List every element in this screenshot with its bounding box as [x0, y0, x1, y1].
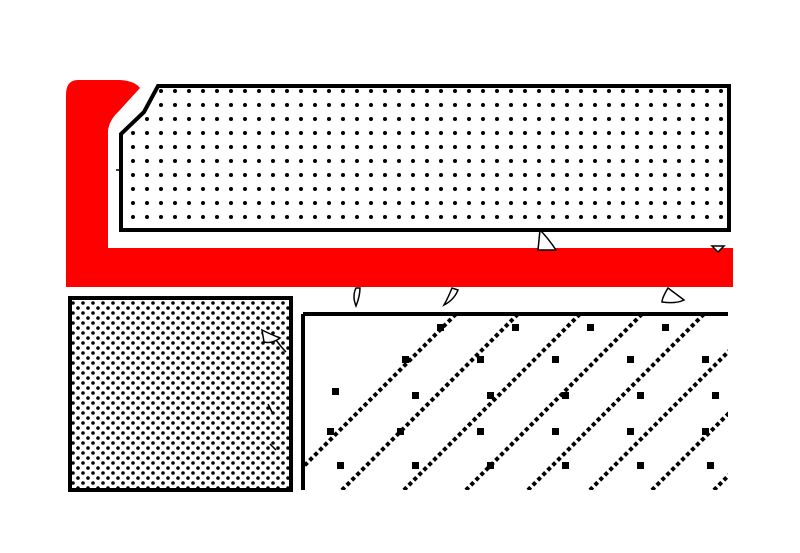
- substrate-speck: [702, 428, 709, 435]
- substrate-speck: [627, 356, 634, 363]
- substrate-speck: [552, 356, 559, 363]
- substrate-speck: [477, 356, 484, 363]
- substrate-speck: [562, 392, 569, 399]
- substrate-speck: [637, 392, 644, 399]
- substrate-speck: [397, 428, 404, 435]
- upper-tile: [119, 84, 731, 232]
- substrate-speck: [412, 392, 419, 399]
- substrate-speck: [402, 356, 409, 363]
- edge-profile: [66, 80, 733, 287]
- substrate-speck: [637, 462, 644, 469]
- hatch-line: [339, 314, 521, 490]
- substrate-speck: [477, 428, 484, 435]
- substrate: [301, 312, 728, 490]
- hatch-line: [649, 411, 728, 490]
- substrate-speck: [487, 392, 494, 399]
- substrate-speck: [412, 462, 419, 469]
- substrate-speck: [662, 324, 669, 331]
- substrate-speck: [487, 462, 494, 469]
- hatch-line: [303, 314, 459, 470]
- hatch-line: [587, 349, 728, 490]
- substrate-speck: [437, 324, 444, 331]
- adhesive: [116, 169, 726, 451]
- substrate-speck: [562, 462, 569, 469]
- substrate-speck: [512, 324, 519, 331]
- substrate-speck: [327, 428, 334, 435]
- hatch-line: [525, 314, 707, 490]
- substrate-speck: [552, 428, 559, 435]
- hatch-line: [401, 314, 583, 490]
- substrate-speck: [707, 462, 714, 469]
- substrate-speck: [332, 388, 339, 395]
- substrate-speck: [712, 392, 719, 399]
- substrate-speck: [587, 324, 594, 331]
- substrate-speck: [702, 356, 709, 363]
- substrate-speck: [627, 428, 634, 435]
- substrate-speck: [337, 462, 344, 469]
- wall-tile: [68, 296, 293, 492]
